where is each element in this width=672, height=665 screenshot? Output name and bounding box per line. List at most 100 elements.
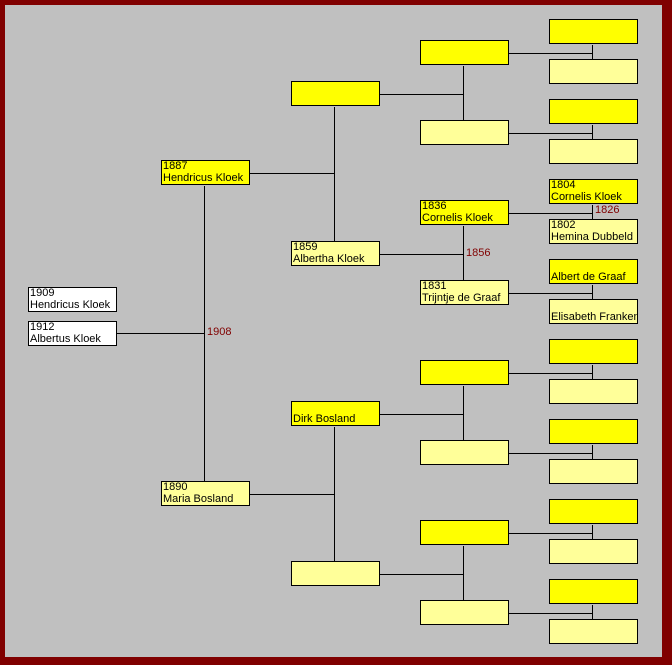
- mother-box[interactable]: [420, 600, 509, 625]
- person-name: Albertha Kloek: [293, 252, 365, 265]
- person-year: [551, 620, 637, 632]
- father-box[interactable]: [420, 360, 509, 385]
- person-year: 1890: [163, 481, 188, 493]
- connector-line: [592, 285, 593, 299]
- person-year: [551, 140, 637, 152]
- person-name: [422, 453, 508, 465]
- person-name: [551, 632, 637, 644]
- person-year: [551, 260, 637, 272]
- father-box[interactable]: [549, 19, 638, 44]
- person-name: Elisabeth Franken: [551, 310, 638, 323]
- person-name: Albertus Kloek: [30, 332, 101, 345]
- person-year: 1831: [422, 280, 447, 292]
- father-box[interactable]: [291, 81, 380, 106]
- person-year: [551, 380, 637, 392]
- person-name: [551, 432, 637, 444]
- father-box[interactable]: [549, 339, 638, 364]
- person-year: [551, 60, 637, 72]
- connector-line: [592, 45, 593, 59]
- person-year: [551, 580, 637, 592]
- connector-line: [592, 205, 593, 219]
- person-name: [551, 392, 637, 404]
- person-year: 1836: [422, 200, 447, 212]
- connector-line: [204, 186, 205, 481]
- person-name: [551, 112, 637, 124]
- mother-box[interactable]: [549, 379, 638, 404]
- person-year: 1909: [30, 287, 55, 299]
- person-name: Cornelis Kloek: [422, 211, 493, 224]
- person-year: 1804: [551, 179, 576, 191]
- person-year: [551, 500, 637, 512]
- mother-box[interactable]: Elisabeth Franken: [549, 299, 638, 324]
- person-year: 1912: [30, 321, 55, 333]
- person-name: Hendricus Kloek: [163, 171, 244, 184]
- mother-box[interactable]: [420, 120, 509, 145]
- connector-line: [592, 125, 593, 139]
- father-box[interactable]: Albert de Graaf: [549, 259, 638, 284]
- person-name: [422, 533, 508, 545]
- connector-line: [116, 333, 204, 334]
- person-year: [551, 100, 637, 112]
- person-name: [551, 352, 637, 364]
- person-name: [551, 512, 637, 524]
- mother-box[interactable]: [549, 139, 638, 164]
- connector-line: [508, 213, 592, 214]
- person-year: [422, 41, 508, 53]
- person-year: 1887: [163, 160, 188, 172]
- marriage-year: 1908: [207, 326, 232, 338]
- father-box[interactable]: [420, 40, 509, 65]
- person-year: [293, 402, 379, 414]
- person-year: [422, 521, 508, 533]
- father-box[interactable]: Dirk Bosland: [291, 401, 380, 426]
- connector-line: [592, 365, 593, 379]
- father-box[interactable]: [549, 579, 638, 604]
- connector-line: [379, 94, 463, 95]
- father-box[interactable]: [549, 499, 638, 524]
- mother-box[interactable]: [549, 59, 638, 84]
- mother-box[interactable]: [549, 619, 638, 644]
- connector-line: [463, 226, 464, 280]
- connector-line: [463, 386, 464, 440]
- person-year: [551, 460, 637, 472]
- mother-box[interactable]: [549, 459, 638, 484]
- person-year: [551, 20, 637, 32]
- person-name: [293, 94, 379, 106]
- connector-line: [334, 107, 335, 241]
- connector-line: [592, 525, 593, 539]
- person-name: Maria Bosland: [163, 492, 234, 505]
- person-name: [422, 373, 508, 385]
- connector-line: [508, 373, 592, 374]
- marriage-year: 1856: [466, 247, 491, 259]
- person-name: Albert de Graaf: [551, 270, 626, 283]
- person-year: [422, 121, 508, 133]
- person-name: Hemina Dubbeld: [551, 230, 633, 243]
- connector-line: [463, 546, 464, 600]
- person-name: [551, 592, 637, 604]
- connector-line: [508, 293, 592, 294]
- connector-line: [508, 613, 592, 614]
- person-name: [422, 53, 508, 65]
- father-box[interactable]: [549, 99, 638, 124]
- father-box[interactable]: [420, 520, 509, 545]
- person-year: [422, 441, 508, 453]
- mother-box[interactable]: [291, 561, 380, 586]
- person-year: [551, 300, 637, 312]
- connector-line: [249, 173, 334, 174]
- mother-box[interactable]: [420, 440, 509, 465]
- father-box[interactable]: [549, 419, 638, 444]
- connector-line: [334, 427, 335, 561]
- mother-box[interactable]: [549, 539, 638, 564]
- person-year: [422, 361, 508, 373]
- connector-line: [508, 533, 592, 534]
- marriage-year: 1826: [595, 204, 620, 216]
